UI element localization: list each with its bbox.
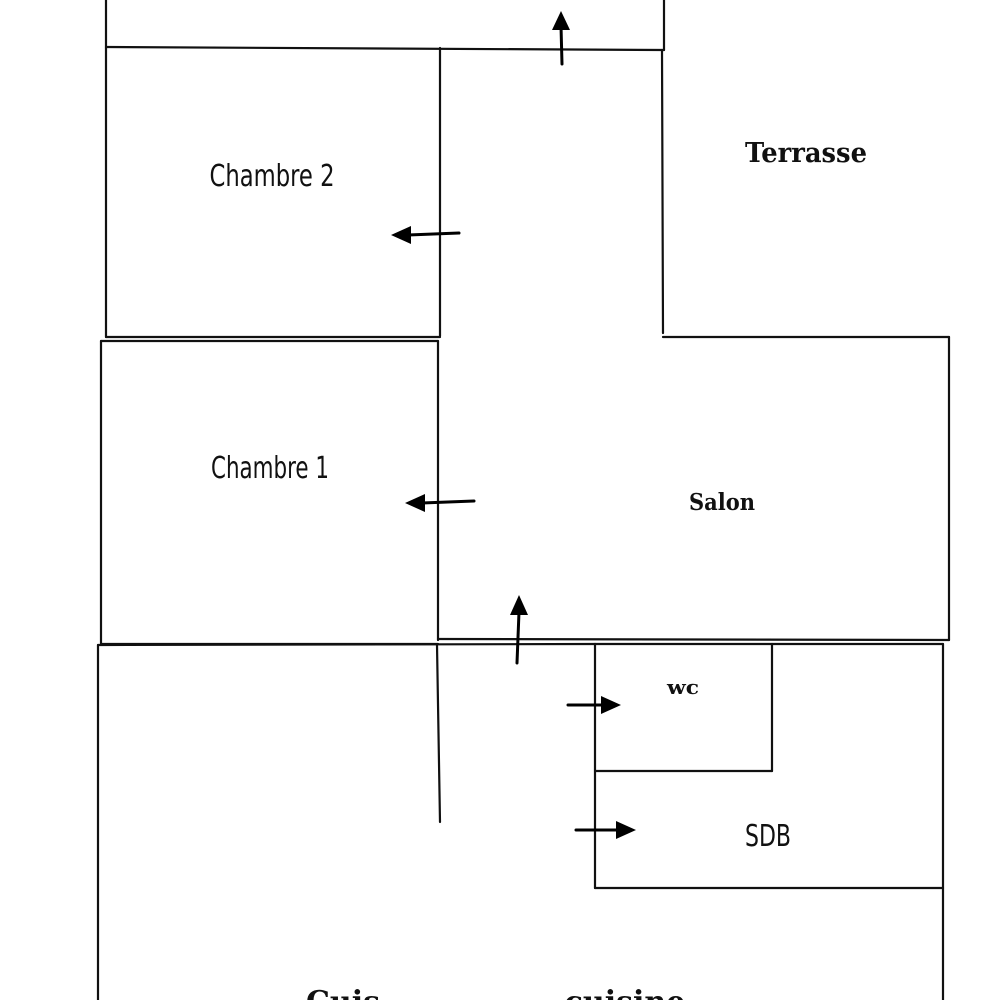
- door-arrows: [391, 11, 636, 839]
- label-salon: Salon: [689, 489, 755, 516]
- door-arrow-salon: [510, 595, 528, 665]
- label-chambre2: Chambre 2: [210, 159, 335, 194]
- label-wc: wc: [666, 675, 699, 699]
- room-labels: Chambre 2 Chambre 1 Terrasse Salon wc SD…: [210, 138, 868, 1000]
- label-bottom-right-partial: cuisine: [565, 985, 686, 1000]
- walls: [96, 0, 951, 1000]
- wall-salon-bottom: [436, 637, 951, 642]
- label-sdb: SDB: [745, 819, 791, 854]
- door-arrow-sdb: [574, 821, 636, 839]
- label-bottom-left-partial: Cuis: [306, 985, 380, 1000]
- door-arrow-wc: [566, 696, 621, 714]
- door-arrow-chambre1: [405, 494, 476, 512]
- wall-lower-partition: [435, 643, 442, 824]
- wall-lower-top-left: [96, 642, 597, 647]
- label-terrasse: Terrasse: [745, 138, 867, 169]
- door-arrow-top-exit: [552, 11, 570, 66]
- door-arrow-chambre2: [391, 226, 461, 244]
- wall-top-room-bottom: [104, 45, 666, 52]
- wall-terrasse-left: [660, 48, 665, 335]
- label-chambre1: Chambre 1: [211, 451, 329, 486]
